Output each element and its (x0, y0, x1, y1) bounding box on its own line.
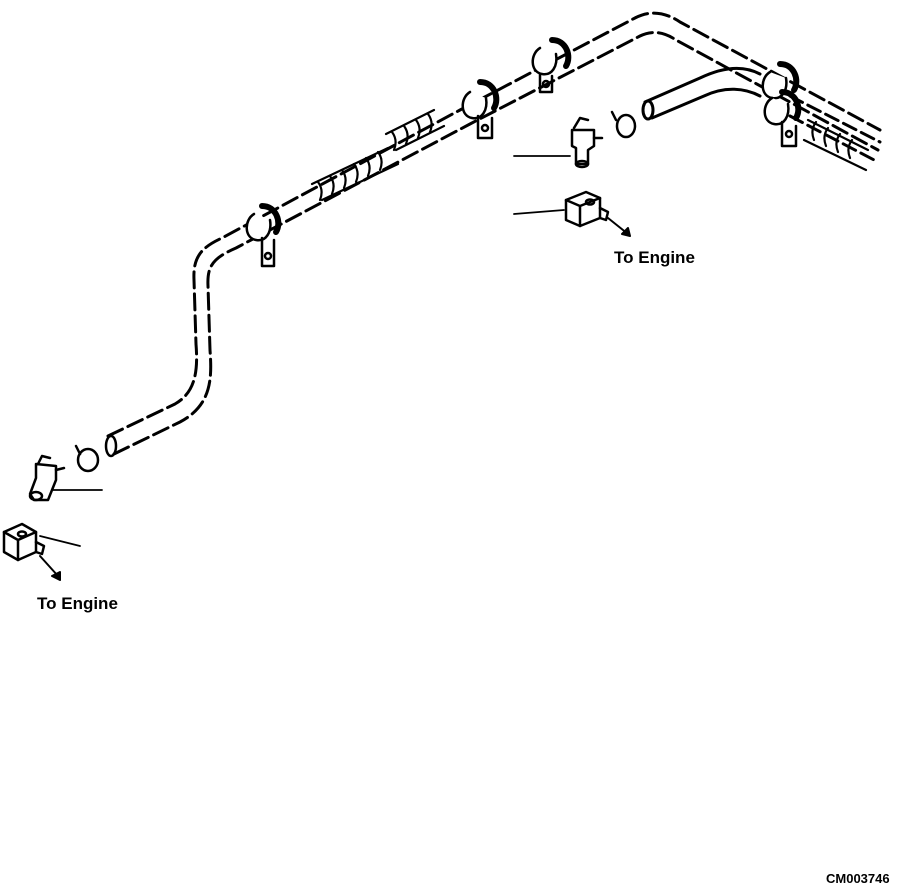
hose-clamp-ring-right (610, 110, 637, 139)
clamp-4 (761, 61, 802, 148)
hose-sleeve-2 (384, 108, 446, 152)
leader-line-adapter-right (513, 209, 565, 215)
arrow-to-engine-left (39, 555, 61, 581)
clamp-2 (461, 79, 500, 140)
hose-clamp-ring-left (74, 444, 100, 473)
clamp-3 (531, 37, 572, 94)
branch-hose-lower (788, 94, 882, 164)
leader-line-adapter-left (39, 535, 81, 547)
arrow-to-engine-right (607, 217, 631, 237)
hose-end-left (104, 434, 118, 458)
clamp-1 (245, 203, 282, 268)
main-hose (106, 11, 882, 456)
to-engine-label-right: To Engine (614, 248, 695, 267)
branch-hose (641, 66, 762, 121)
elbow-fitting-left (28, 454, 66, 502)
block-adapter-right (564, 190, 610, 228)
figure-code: CM003746 (826, 871, 890, 886)
hose-sleeve-3 (802, 118, 870, 172)
block-adapter-left (2, 522, 46, 562)
hose-sleeve-1 (310, 146, 400, 202)
to-engine-label-left: To Engine (37, 594, 118, 613)
elbow-fitting-right (570, 116, 604, 169)
